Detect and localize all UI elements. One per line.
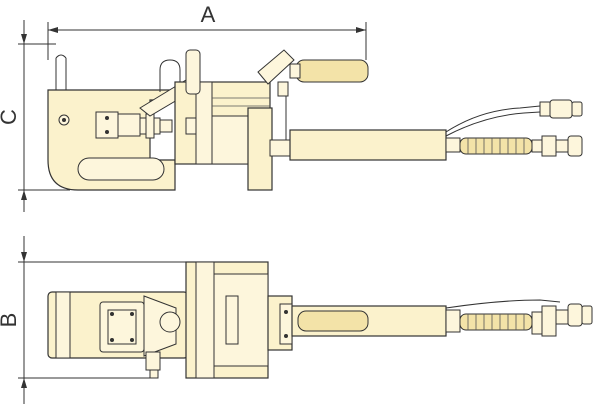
- dimension-c-label: C: [0, 109, 21, 125]
- dimension-a: A: [47, 2, 367, 60]
- dimension-b: B: [0, 236, 190, 404]
- main-handle-tube: [289, 129, 447, 161]
- rear-grip: [459, 137, 533, 155]
- top-view: [47, 261, 593, 379]
- clamp-bolt: [139, 113, 173, 139]
- side-view: [47, 49, 583, 191]
- rear-grip-plan: [459, 313, 533, 331]
- dimension-a-label: A: [201, 2, 216, 27]
- top-handle: [295, 59, 369, 83]
- dimension-b-label: B: [0, 313, 21, 328]
- dimension-c: C: [0, 20, 70, 212]
